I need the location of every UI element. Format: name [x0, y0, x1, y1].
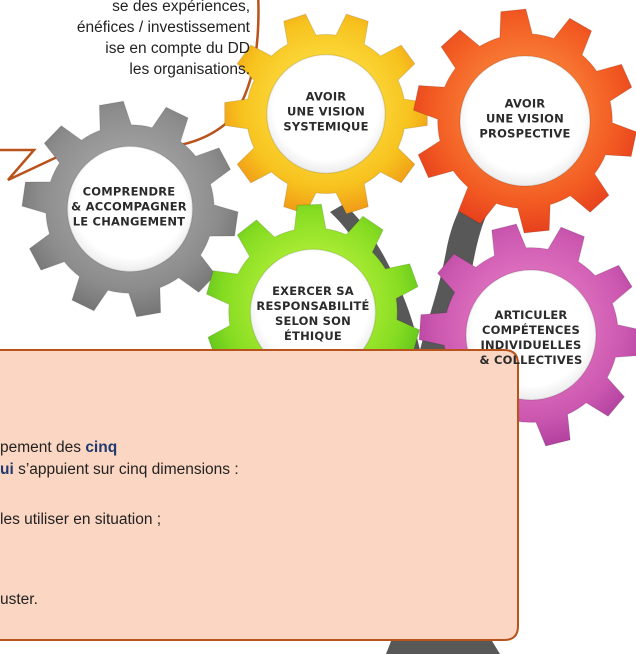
box-line-1: pement des cinq	[0, 439, 118, 456]
gear-prospective-icon	[412, 8, 636, 234]
bubble-line: ise en compte du DD	[105, 40, 250, 57]
box-line-2: ui s’appuient sur cinq dimensions :	[0, 461, 239, 478]
gear-center	[459, 55, 591, 187]
bubble-line: se des expériences,	[112, 0, 250, 15]
gear-center	[66, 145, 194, 273]
box-line-3: les utiliser en situation ;	[0, 511, 162, 528]
bubble-line: les organisations.	[129, 61, 250, 78]
gear-label-prospective: AVOIR UNE VISION PROSPECTIVE	[479, 96, 571, 141]
gear-label-competences: ARTICULER COMPÉTENCES INDIVIDUELLES & CO…	[479, 308, 583, 367]
gear-systemique-icon	[224, 13, 428, 215]
gear-label-systemique: AVOIR UNE VISION SYSTEMIQUE	[283, 89, 369, 134]
gear-label-changement: COMPRENDRE & ACCOMPAGNER LE CHANGEMENT	[71, 184, 187, 229]
gear-changement-icon	[21, 100, 239, 318]
box-line-4: uster.	[0, 591, 38, 608]
gear-label-ethique: EXERCER SA RESPONSABILITÉ SELON SON ÉTHI…	[256, 284, 370, 343]
info-box	[0, 349, 519, 641]
bubble-line: énéfices / investissement	[76, 19, 250, 36]
gear-layer	[21, 8, 636, 447]
gear-center	[266, 54, 386, 174]
